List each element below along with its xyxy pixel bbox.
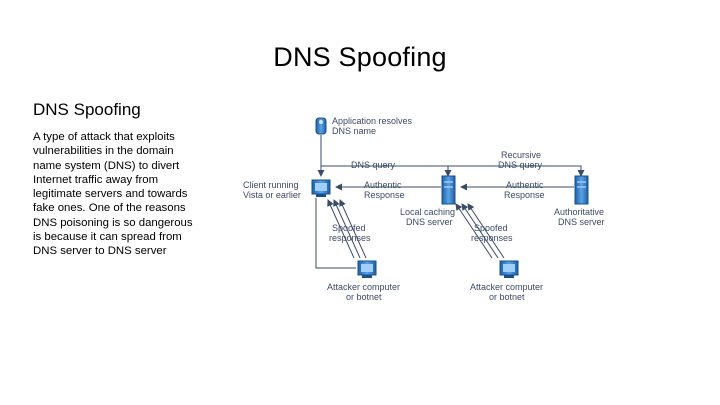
label-client: Client running xyxy=(243,180,299,190)
svg-text:or botnet: or botnet xyxy=(346,292,382,302)
label-authentic-response-1: Authentic xyxy=(364,180,402,190)
label-dns-query: DNS query xyxy=(351,160,396,170)
label-attacker-1b: or botnet xyxy=(346,292,382,302)
label-spoofed-1b: responses xyxy=(329,233,371,243)
label-auth-server-2: DNS server xyxy=(558,217,605,227)
label-authentic-response-1b: Response xyxy=(364,190,405,200)
authoritative-dns-server-icon xyxy=(574,175,589,205)
local-dns-server-icon xyxy=(441,175,456,205)
client-computer-icon xyxy=(311,179,331,197)
label-recursive-query: Recursive xyxy=(501,150,541,160)
label-app-resolves: Application resolves xyxy=(332,116,413,126)
svg-text:responses: responses xyxy=(471,233,513,243)
svg-text:Vista or earlier: Vista or earlier xyxy=(243,190,301,200)
svg-text:DNS server: DNS server xyxy=(558,217,605,227)
svg-text:Response: Response xyxy=(364,190,405,200)
label-attacker-2b: or botnet xyxy=(489,292,525,302)
svg-text:or botnet: or botnet xyxy=(489,292,525,302)
label-authentic-response-2: Authentic xyxy=(506,180,544,190)
label-authentic-response-2b: Response xyxy=(504,190,545,200)
svg-text:DNS name: DNS name xyxy=(332,126,376,136)
section-heading: DNS Spoofing xyxy=(33,100,141,119)
label-app-resolves-2: DNS name xyxy=(332,126,376,136)
attacker-computer-icon xyxy=(357,260,377,278)
label-recursive-query-2: DNS query xyxy=(498,160,543,170)
label-auth-server: Authoritative xyxy=(554,207,604,217)
svg-text:DNS query: DNS query xyxy=(498,160,543,170)
svg-text:responses: responses xyxy=(329,233,371,243)
application-icon xyxy=(315,117,327,135)
label-client-2: Vista or earlier xyxy=(243,190,301,200)
label-local-server-2: DNS server xyxy=(406,217,453,227)
dns-spoofing-diagram: Application resolves DNS name Client run… xyxy=(243,116,605,302)
attacker-botnet-icon xyxy=(499,260,519,278)
slide-title: DNS Spoofing xyxy=(273,42,447,72)
label-attacker-2: Attacker computer xyxy=(470,282,543,292)
label-spoofed-2: Spoofed xyxy=(474,223,508,233)
label-spoofed-1: Spoofed xyxy=(332,223,366,233)
svg-text:DNS server: DNS server xyxy=(406,217,453,227)
label-attacker-1: Attacker computer xyxy=(327,282,400,292)
label-local-server: Local caching xyxy=(400,207,455,217)
description-text: A type of attack that exploits vulnerabi… xyxy=(33,131,193,258)
label-spoofed-2b: responses xyxy=(471,233,513,243)
svg-text:Response: Response xyxy=(504,190,545,200)
